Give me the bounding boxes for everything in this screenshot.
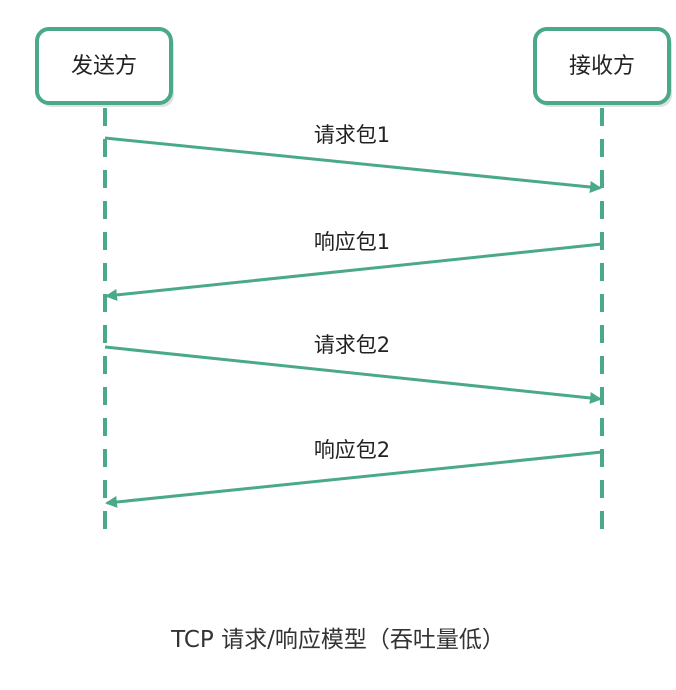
receiver-actor: 接收方: [533, 27, 672, 107]
message-arrow: [104, 136, 602, 193]
message-arrow: [105, 450, 603, 508]
message-request-2: 请求包2: [104, 333, 602, 404]
sender-label: 发送方: [71, 54, 137, 79]
message-request-1: 请求包1: [104, 123, 602, 193]
message-label: 请求包1: [314, 123, 390, 147]
message-label: 请求包2: [314, 333, 390, 357]
message-response-2: 响应包2: [105, 438, 603, 508]
sender-actor: 发送方: [35, 27, 174, 107]
message-arrow: [104, 345, 602, 404]
message-response-1: 响应包1: [105, 230, 603, 301]
message-arrow: [105, 242, 603, 301]
diagram-caption: TCP 请求/响应模型（吞吐量低）: [171, 627, 505, 653]
message-label: 响应包2: [314, 438, 390, 462]
message-label: 响应包1: [314, 230, 390, 254]
receiver-label: 接收方: [569, 54, 635, 79]
